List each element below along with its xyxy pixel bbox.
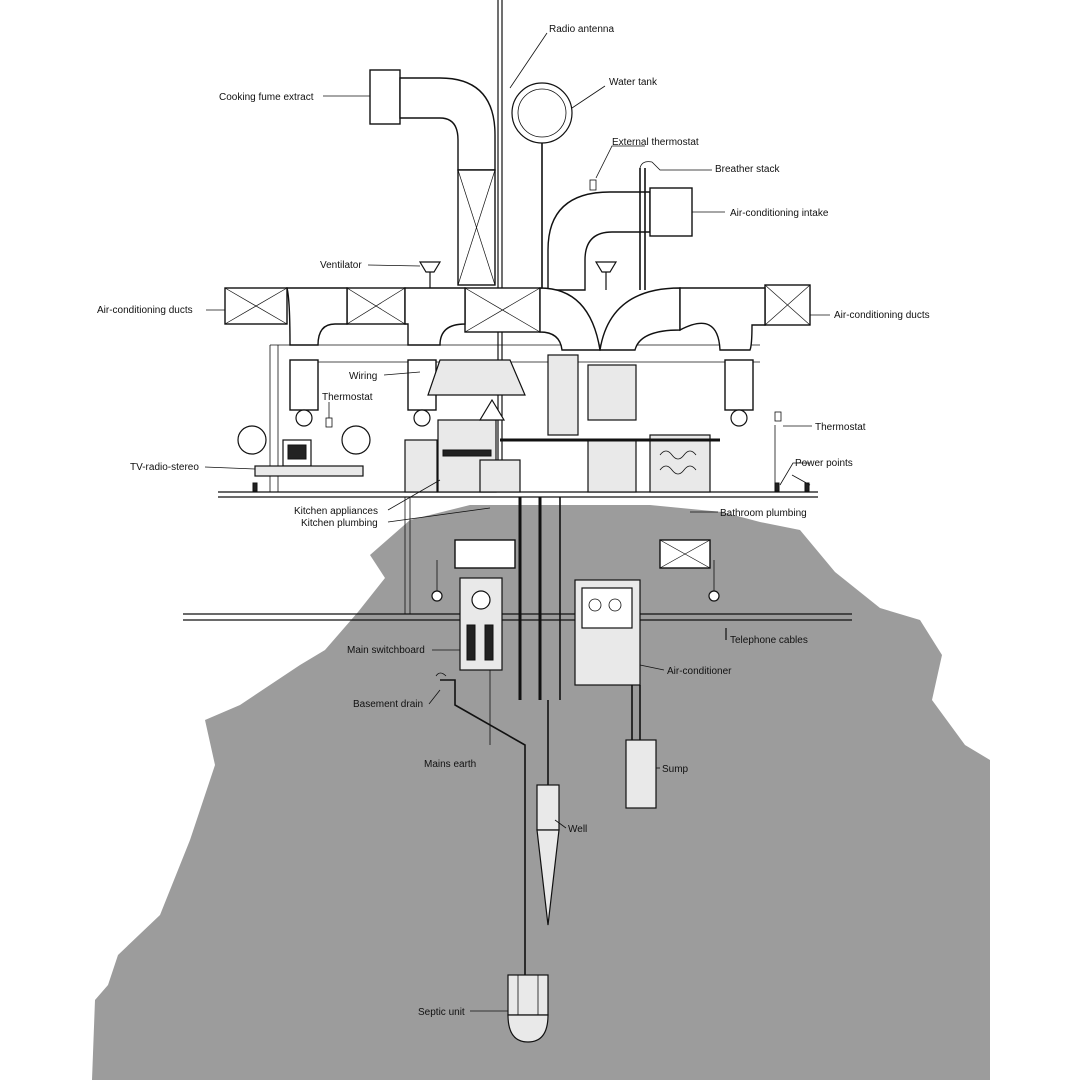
label-air-conditioning-ducts-right: Air-conditioning ducts — [834, 310, 930, 321]
septic-unit-base — [507, 1014, 549, 1043]
thermostat-left-box — [325, 417, 333, 428]
ac-duct-elbow-4 — [599, 287, 681, 351]
cooking-fume-extract-elbow — [399, 77, 496, 171]
ventilator-right — [594, 261, 618, 273]
water-tank-inner — [517, 88, 567, 138]
label-breather-stack: Breather stack — [715, 164, 780, 175]
label-power-points: Power points — [795, 458, 853, 469]
diffuser-left — [289, 359, 319, 411]
kitchen-warning-sign — [478, 398, 506, 421]
basement-drain-pipe — [440, 679, 526, 975]
label-mains-earth: Mains earth — [424, 759, 476, 770]
label-bathroom-plumbing: Bathroom plumbing — [720, 508, 807, 519]
basement-duct-left — [454, 539, 516, 569]
label-septic-unit: Septic unit — [418, 1007, 465, 1018]
label-telephone-cables: Telephone cables — [730, 635, 808, 646]
external-thermostat — [589, 179, 597, 191]
septic-unit-body — [507, 974, 549, 1016]
well-casing — [536, 784, 560, 831]
ac-duct-elbow-2 — [404, 287, 466, 346]
power-point-2 — [774, 482, 780, 492]
speaker-left — [237, 425, 267, 455]
label-ventilator: Ventilator — [320, 260, 362, 271]
label-kitchen-appliances: Kitchen appliances — [294, 506, 378, 517]
label-basement-drain: Basement drain — [353, 699, 423, 710]
diffuser-right — [724, 359, 754, 411]
bathroom-fixture — [649, 434, 711, 493]
ventilator-left — [418, 261, 442, 273]
well-point — [536, 829, 560, 926]
air-conditioning-intake-hood — [649, 187, 693, 237]
control-box — [587, 364, 637, 421]
label-thermostat-right: Thermostat — [815, 422, 866, 433]
label-sump: Sump — [662, 764, 689, 775]
bathroom-cabinet — [587, 439, 637, 493]
basement-light-left — [431, 590, 443, 602]
leader-lines — [204, 32, 830, 1012]
label-air-conditioning-ducts-left: Air-conditioning ducts — [97, 305, 193, 316]
label-main-switchboard: Main switchboard — [347, 645, 425, 656]
label-air-conditioning-intake: Air-conditioning intake — [730, 208, 829, 219]
ac-duct-elbow-1 — [286, 287, 348, 346]
label-wiring: Wiring — [349, 371, 377, 382]
label-air-conditioner: Air-conditioner — [667, 666, 732, 677]
label-thermostat-left: Thermostat — [322, 392, 373, 403]
speaker-right — [341, 425, 371, 455]
water-tank — [511, 82, 573, 144]
tv-stand — [254, 465, 364, 477]
air-conditioning-intake-elbow — [547, 191, 651, 291]
ac-duct-elbow-5 — [679, 287, 766, 351]
kitchen-hood — [427, 359, 526, 396]
basement-light-right — [708, 590, 720, 602]
label-kitchen-plumbing: Kitchen plumbing — [301, 518, 378, 529]
utility-column — [547, 354, 579, 436]
label-radio-antenna: Radio antenna — [549, 24, 614, 35]
ac-duct-elbow-3 — [539, 287, 601, 351]
label-external-thermostat: External thermostat — [612, 137, 699, 148]
kitchen-appliance-sink — [479, 459, 521, 493]
label-water-tank: Water tank — [609, 77, 658, 88]
label-well: Well — [568, 824, 587, 835]
sump-unit — [625, 739, 657, 809]
power-point-1 — [252, 482, 258, 492]
label-tv-radio-stereo: TV-radio-stereo — [130, 462, 199, 473]
cooking-fume-extract-hood — [369, 69, 401, 125]
thermostat-right-box — [774, 411, 782, 422]
kitchen-appliance-fridge — [404, 439, 438, 493]
label-cooking-fume-extract: Cooking fume extract — [219, 92, 314, 103]
